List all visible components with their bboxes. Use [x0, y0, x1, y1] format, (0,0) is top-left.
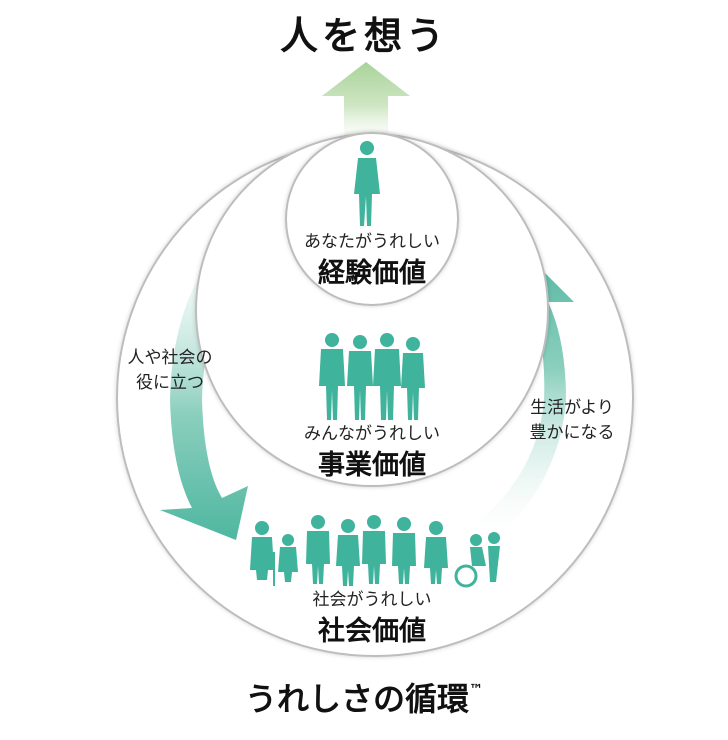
right-arrow-label-line1: 生活がより: [530, 398, 614, 418]
cycle-title-text: うれしさの循環: [244, 680, 469, 718]
social-main-label: 社会価値: [318, 616, 426, 647]
right-cycle-arrow: [476, 256, 574, 540]
left-cycle-arrow: [160, 222, 266, 540]
left-arrow-label-line1: 人や社会の: [127, 348, 213, 368]
person-figure-single: [354, 141, 380, 226]
cycle-title: うれしさの循環™: [0, 680, 728, 718]
left-arrow-label: 人や社会の 役に立つ: [110, 346, 230, 395]
business-main-label: 事業価値: [318, 450, 426, 481]
people-group-business: [319, 333, 425, 420]
business-sub-label: みんながうれしい: [304, 424, 440, 444]
experience-main-label: 経験価値: [318, 258, 426, 289]
left-arrow-label-line2: 役に立つ: [136, 372, 204, 393]
social-sub-label: 社会がうれしい: [312, 590, 432, 610]
right-arrow-label: 生活がより 豊かになる: [512, 396, 632, 445]
experience-sub-label: あなたがうれしい: [304, 232, 440, 252]
diagram-title: 人を想う: [279, 14, 448, 58]
inner-ring: [285, 132, 459, 306]
right-arrow-label-line2: 豊かになる: [529, 422, 615, 443]
trademark-mark: ™: [469, 682, 483, 698]
up-arrow: [322, 62, 410, 150]
people-group-society: [250, 515, 500, 588]
